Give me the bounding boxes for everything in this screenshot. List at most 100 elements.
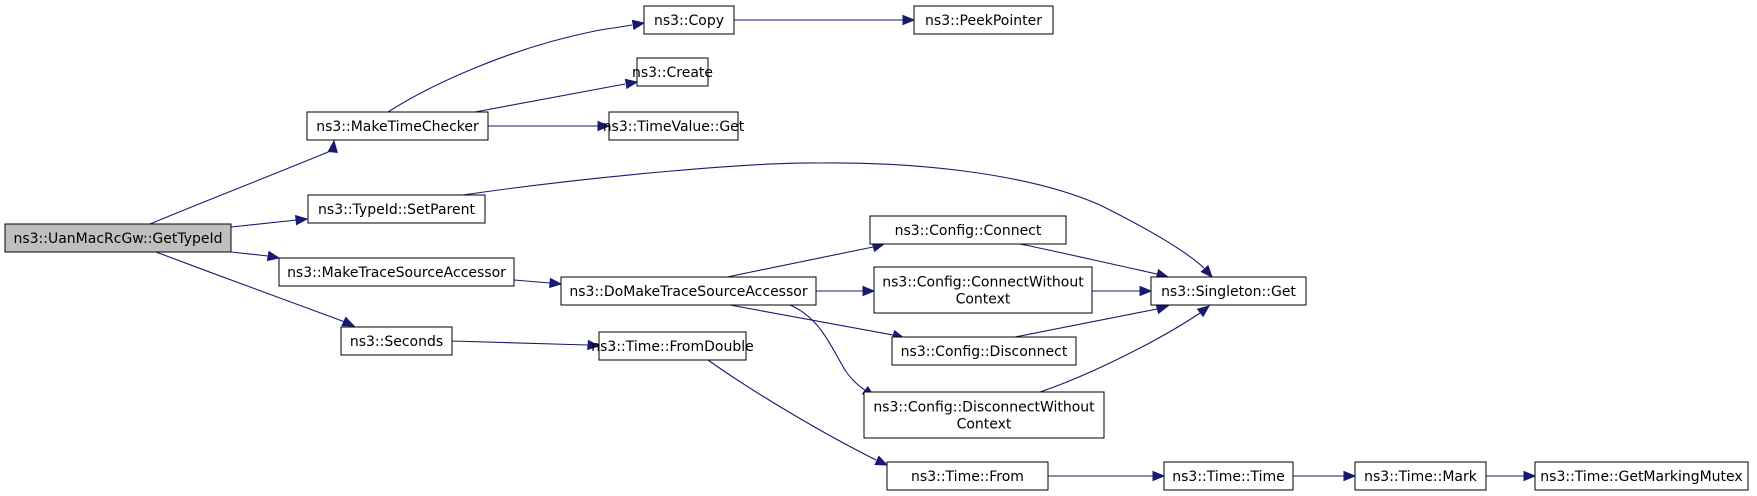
edge-n16-n17 <box>1048 470 1166 482</box>
node-box <box>1354 461 1487 491</box>
edge-line <box>149 149 334 225</box>
edge-line <box>1019 243 1158 275</box>
node-label: ns3::MakeTraceSourceAccessor <box>287 265 506 281</box>
arrowhead <box>1343 470 1357 482</box>
function-nodes: ns3::UanMacRcGw::GetTypeId ns3::MakeTimeC… <box>4 5 1749 491</box>
arrowhead <box>624 78 639 90</box>
edge-n10-n12 <box>816 285 876 297</box>
edge-n1-n6 <box>474 78 639 113</box>
node-label: ns3::Config::Disconnect <box>901 344 1068 360</box>
node-label: Context <box>957 417 1012 433</box>
node-label: ns3::DoMakeTraceSourceAccessor <box>569 284 807 300</box>
node-label: ns3::Time::From <box>911 469 1024 485</box>
edge-n0-n3 <box>230 250 281 262</box>
node-box <box>869 215 1067 245</box>
edge-line <box>230 251 269 257</box>
function-node[interactable]: ns3::Create <box>632 57 713 87</box>
node-box <box>891 336 1077 366</box>
arrowhead <box>1155 303 1170 315</box>
edge-line <box>726 246 874 278</box>
function-node[interactable]: ns3::Config::Disconnect <box>891 336 1077 366</box>
node-label: ns3::Time::Mark <box>1364 469 1478 485</box>
arrowhead <box>295 214 309 226</box>
edge-n18-n19 <box>1486 470 1537 482</box>
edge-line <box>1039 312 1201 393</box>
node-label: ns3::Time::Time <box>1172 469 1284 485</box>
arrowhead <box>1200 264 1213 278</box>
node-box <box>1163 461 1294 491</box>
edge-line <box>1014 308 1158 338</box>
edge-n14-n9 <box>1039 305 1211 393</box>
node-box <box>306 111 489 141</box>
edge-n2-n9 <box>462 162 1213 278</box>
edge-line <box>451 340 589 346</box>
edge-n1-n5 <box>387 19 646 113</box>
arrowhead <box>862 285 876 297</box>
node-box <box>340 326 453 356</box>
edge-line <box>474 83 626 113</box>
function-node[interactable]: ns3::Copy <box>643 5 735 35</box>
node-label: ns3::UanMacRcGw::GetTypeId <box>13 231 222 247</box>
node-label: ns3::Config::Connect <box>895 223 1042 239</box>
function-node[interactable]: ns3::Time::GetMarkingMutex <box>1534 461 1749 491</box>
function-node[interactable]: ns3::DoMakeTraceSourceAccessor <box>560 276 817 306</box>
edge-n3-n10 <box>513 277 563 289</box>
node-label: ns3::Time::GetMarkingMutex <box>1540 469 1742 485</box>
function-node[interactable]: ns3::TimeValue::Get <box>603 111 745 141</box>
edge-line <box>513 279 551 284</box>
function-node[interactable]: ns3::Singleton::Get <box>1150 276 1307 306</box>
node-box <box>1534 461 1749 491</box>
node-box <box>913 5 1054 35</box>
arrowhead <box>549 277 563 289</box>
arrowhead <box>266 250 281 262</box>
node-box <box>278 257 515 287</box>
edge-n13-n9 <box>1014 303 1170 338</box>
edge-line <box>387 24 633 113</box>
arrowhead <box>631 19 646 31</box>
function-node[interactable]: ns3::PeekPointer <box>913 5 1054 35</box>
node-label: ns3::TimeValue::Get <box>603 119 745 135</box>
root-function-node: ns3::UanMacRcGw::GetTypeId <box>4 223 232 253</box>
node-box <box>598 331 747 361</box>
function-node[interactable]: ns3::Config::Connect <box>869 215 1067 245</box>
call-edges <box>149 14 1537 482</box>
node-label: ns3::PeekPointer <box>925 13 1042 29</box>
node-label: ns3::Time::FromDouble <box>591 339 754 355</box>
function-node[interactable]: ns3::Time::From <box>886 461 1049 491</box>
node-label: ns3::Config::DisconnectWithout <box>873 400 1095 416</box>
function-node[interactable]: ns3::Seconds <box>340 326 453 356</box>
edge-line <box>230 219 298 228</box>
edge-line <box>155 251 346 323</box>
function-node[interactable]: ns3::Time::FromDouble <box>591 331 754 361</box>
node-box <box>1150 276 1307 306</box>
function-node[interactable]: ns3::MakeTimeChecker <box>306 111 489 141</box>
node-box <box>886 461 1049 491</box>
function-node[interactable]: ns3::TypeId::SetParent <box>307 194 486 224</box>
node-box <box>636 57 709 87</box>
edge-n10-n11 <box>726 241 886 278</box>
node-box <box>560 276 817 306</box>
node-label: ns3::Singleton::Get <box>1161 284 1296 300</box>
node-box <box>863 391 1105 439</box>
edge-n1-n7 <box>488 120 611 132</box>
edge-n0-n1 <box>149 139 338 225</box>
node-label: ns3::Seconds <box>350 334 443 350</box>
node-box <box>307 194 486 224</box>
edge-n5-n8 <box>734 14 916 26</box>
arrowhead <box>1196 305 1211 318</box>
node-box <box>608 111 739 141</box>
node-box <box>643 5 735 35</box>
edge-n12-n9 <box>1092 285 1153 297</box>
edge-n0-n2 <box>230 214 309 228</box>
node-label: Context <box>956 292 1011 308</box>
function-node[interactable]: ns3::MakeTraceSourceAccessor <box>278 257 515 287</box>
edge-n15-n16 <box>707 359 889 466</box>
function-node[interactable]: ns3::Time::Mark <box>1354 461 1487 491</box>
node-label: ns3::Config::ConnectWithout <box>882 275 1084 291</box>
edge-line <box>707 359 877 461</box>
node-box <box>873 266 1093 314</box>
function-node[interactable]: ns3::Time::Time <box>1163 461 1294 491</box>
